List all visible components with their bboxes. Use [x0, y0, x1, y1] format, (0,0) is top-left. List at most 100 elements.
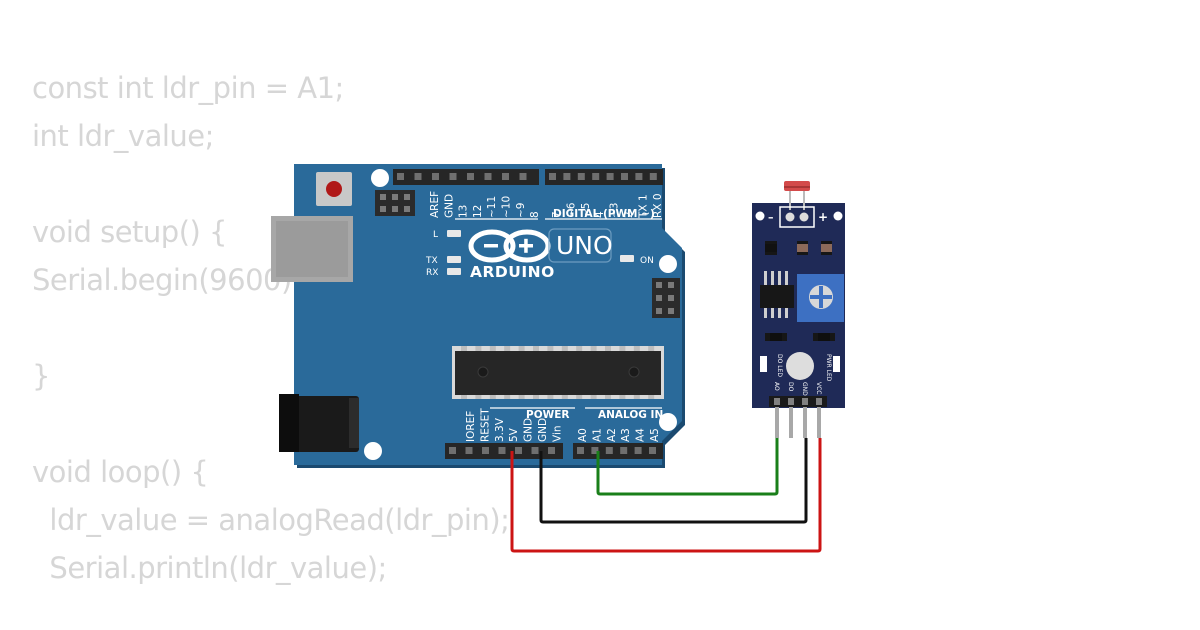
chip-leg — [648, 346, 655, 351]
digital-pin-socket[interactable] — [519, 173, 527, 180]
digital-pin-label: TX 1 — [637, 194, 649, 219]
wires — [510, 438, 822, 553]
analog-pin-label: A5 — [649, 428, 661, 442]
digital-sockets-right — [549, 173, 657, 180]
digital-pin-socket[interactable] — [397, 173, 404, 180]
power-pin-label: Vin — [551, 425, 563, 442]
digital-header-right — [545, 169, 663, 185]
digital-pin-socket[interactable] — [449, 173, 457, 180]
sensor-mounting-hole — [755, 211, 765, 221]
chip-leg — [619, 395, 626, 399]
ldr-photoresistor-track — [784, 186, 810, 188]
power-pin-socket[interactable] — [515, 447, 522, 454]
uno-badge-frame — [548, 228, 612, 263]
analog-sockets — [577, 447, 656, 454]
sensor-pin-ao[interactable] — [775, 407, 779, 438]
chip-leg — [605, 395, 611, 399]
code-line: int ldr_value; — [32, 119, 214, 153]
power-jack — [281, 396, 359, 452]
reset-button-cap — [326, 181, 342, 197]
power-pin-label: RESET — [479, 408, 491, 442]
code-line: ldr_value = analogRead(ldr_pin); — [32, 503, 510, 537]
analog-pin-socket[interactable] — [649, 447, 656, 454]
wire-signal[interactable] — [596, 438, 779, 496]
chip-leg — [518, 395, 525, 399]
sensor-pin-vcc[interactable] — [817, 407, 821, 438]
analog-pin-label: A1 — [591, 428, 603, 442]
atmega-chip — [452, 346, 664, 399]
power-jack-back — [349, 398, 359, 448]
analog-pin-socket[interactable] — [605, 447, 613, 454]
power-pin-label: 5V — [508, 427, 520, 442]
power-pin-socket[interactable] — [498, 447, 506, 454]
led-rx — [447, 268, 461, 275]
digital-pin-socket[interactable] — [432, 173, 439, 180]
digital-pin-label: 12 — [472, 205, 484, 218]
chip-leg — [633, 395, 640, 399]
power-pin-label: 3.3V — [494, 417, 506, 442]
analog-pin-label: A0 — [577, 428, 589, 442]
chip-leg — [590, 346, 597, 351]
power-pin-socket[interactable] — [531, 447, 539, 454]
smd-resistor-body — [821, 244, 832, 252]
mounting-hole — [659, 255, 677, 273]
chip-leg — [461, 346, 467, 351]
wire-power[interactable] — [510, 438, 822, 553]
comparator-ic — [760, 271, 794, 318]
analog-pin-socket[interactable] — [620, 447, 628, 454]
atmega-chip-legs — [461, 346, 655, 399]
power-pin-label: GND — [537, 418, 549, 442]
power-pin-socket[interactable] — [465, 447, 473, 454]
code-line: } — [32, 359, 50, 393]
chip-leg — [533, 346, 539, 351]
power-pin-socket[interactable] — [482, 447, 489, 454]
uno-model-text: UNO — [556, 231, 613, 260]
chip-leg — [533, 395, 539, 399]
analog-pin-socket[interactable] — [591, 447, 599, 454]
digital-pin-socket[interactable] — [467, 173, 474, 180]
digital-pin-label: ~3 — [609, 203, 621, 218]
digital-pin-socket[interactable] — [592, 173, 600, 180]
digital-pin-socket[interactable] — [621, 173, 628, 180]
digital-pin-label: 2 — [623, 211, 635, 218]
digital-sockets-left — [397, 173, 527, 180]
digital-pin-socket[interactable] — [649, 173, 657, 180]
analog-pin-socket[interactable] — [577, 447, 584, 454]
code-line: void setup() { — [32, 215, 228, 249]
digital-pin-label: RX 0 — [652, 193, 664, 218]
digital-pin-socket[interactable] — [414, 173, 422, 180]
digital-pin-socket[interactable] — [635, 173, 643, 180]
digital-pin-socket[interactable] — [502, 173, 509, 180]
chip-leg — [561, 346, 568, 351]
digital-pin-socket[interactable] — [484, 173, 492, 180]
digital-pin-socket[interactable] — [563, 173, 571, 180]
potentiometer[interactable] — [797, 274, 844, 322]
mounting-hole — [659, 413, 677, 431]
analog-section-label: ANALOG IN — [598, 409, 663, 421]
chip-leg — [461, 395, 467, 399]
power-jack-front — [279, 394, 299, 452]
wire-ground[interactable] — [539, 438, 808, 524]
power-pin-socket[interactable] — [548, 447, 555, 454]
icsp-header-top — [375, 190, 415, 216]
chip-leg — [648, 395, 655, 399]
sensor-pin-gnd[interactable] — [803, 407, 807, 438]
chip-leg — [576, 346, 583, 351]
pwr-led — [833, 356, 840, 372]
sensor-pin-do[interactable] — [789, 407, 793, 438]
analog-pin-socket[interactable] — [634, 447, 642, 454]
ldr-sensor-module[interactable]: – + — [752, 181, 845, 438]
ldr-socket-pad — [785, 212, 795, 222]
digital-pin-socket[interactable] — [549, 173, 556, 180]
digital-pin-socket[interactable] — [577, 173, 585, 180]
digital-pin-socket[interactable] — [606, 173, 614, 180]
digital-pin-label: ~5 — [580, 203, 592, 218]
ldr-socket-pad — [799, 212, 809, 222]
power-pin-socket[interactable] — [449, 447, 456, 454]
pwr-led-label: PWR LED — [825, 354, 832, 382]
power-pin-label: GND — [523, 418, 535, 442]
